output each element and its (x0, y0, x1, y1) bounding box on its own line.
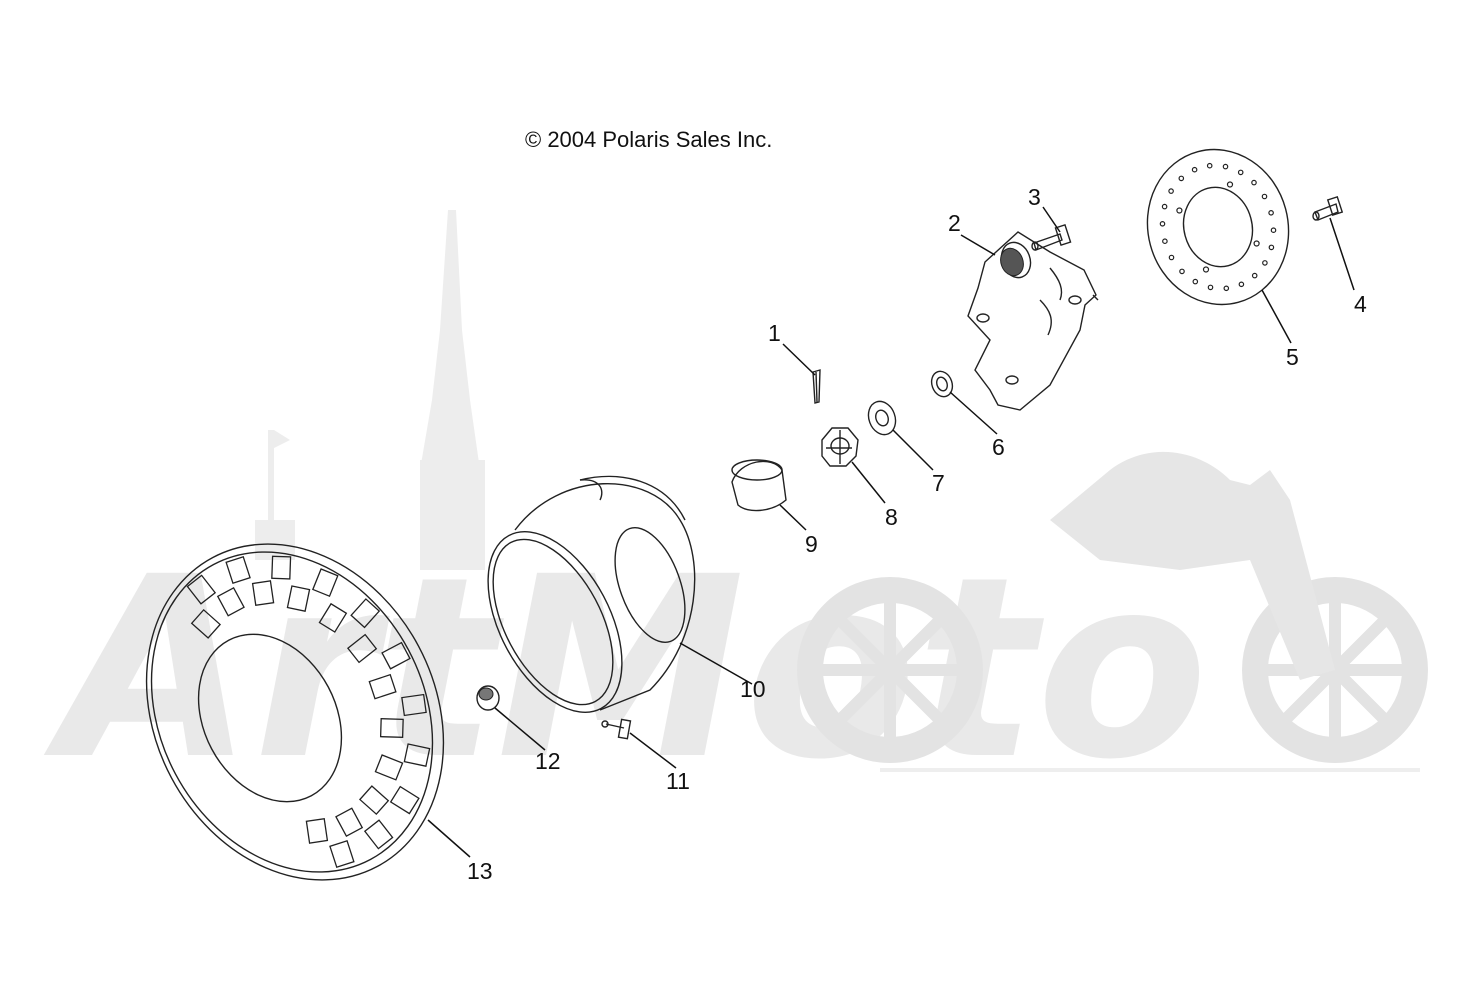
tread-lug (363, 819, 394, 850)
disc-hole (1178, 175, 1185, 182)
callout-5: 5 (1286, 344, 1299, 370)
watermark-logo: ArtMoto (43, 210, 1428, 814)
disc-hole (1261, 193, 1268, 200)
callout-labels: 1 2 3 4 5 6 7 8 9 10 11 12 13 (467, 184, 1367, 884)
callout-4: 4 (1354, 291, 1367, 317)
disc-mount-hole (1226, 181, 1234, 188)
callout-3: 3 (1028, 184, 1041, 210)
tread-lug (225, 555, 251, 585)
tread-lug (251, 580, 275, 607)
callout-2: 2 (948, 210, 961, 236)
tread-lug (335, 807, 364, 838)
disc-hole (1223, 285, 1230, 292)
tread-lug (311, 568, 339, 598)
valve-stem (601, 718, 632, 740)
disc-hole (1238, 281, 1245, 288)
tread-lug (329, 839, 355, 869)
copyright-notice: © 2004 Polaris Sales Inc. (525, 127, 773, 152)
callout-7: 7 (932, 470, 945, 496)
tread-lug (381, 641, 411, 670)
callout-13: 13 (467, 858, 493, 884)
callout-8: 8 (885, 504, 898, 530)
disc-hole (1161, 203, 1168, 210)
small-washer (930, 370, 954, 398)
wheel-hub (967, 231, 1099, 411)
disc-hole (1222, 163, 1229, 170)
callout-1: 1 (768, 320, 781, 346)
tread-lug (350, 598, 381, 629)
disc-hole (1268, 210, 1274, 216)
tread-lug (358, 785, 390, 816)
tire (145, 543, 445, 881)
disc-hole (1168, 188, 1174, 194)
disc-hole (1268, 244, 1275, 251)
disc-mount-hole (1176, 207, 1183, 214)
tread-lug (190, 608, 222, 639)
watermark-text: ArtMoto (43, 523, 1208, 814)
disc-mount-hole (1253, 240, 1260, 247)
callout-6: 6 (992, 434, 1005, 460)
disc-hole (1251, 272, 1258, 279)
disc-hole (1179, 268, 1185, 275)
large-washer (867, 400, 897, 436)
disc-hole (1237, 169, 1244, 176)
disc-hole (1270, 227, 1277, 234)
tread-lug (216, 586, 245, 617)
callout-9: 9 (805, 531, 818, 557)
disc-hole (1192, 278, 1199, 285)
brake-disc (1146, 148, 1290, 306)
tread-lug (286, 585, 311, 612)
disc-hole (1168, 254, 1175, 261)
disc-hole (1162, 238, 1168, 245)
tread-lug (186, 574, 217, 605)
tread-lug (318, 602, 348, 633)
tread-lug (389, 785, 420, 815)
tread-lug (368, 673, 397, 700)
disc-hole (1191, 166, 1198, 173)
tread-lug (271, 555, 292, 580)
tread-lug (305, 817, 329, 844)
callout-10: 10 (740, 676, 766, 702)
disc-hole (1206, 162, 1213, 169)
tread-lug (346, 633, 378, 664)
hub-bolt (1031, 224, 1072, 251)
lug-nut (476, 685, 500, 711)
tread-lug (401, 693, 427, 717)
callout-12: 12 (535, 748, 561, 774)
tread-lug (403, 743, 431, 767)
dust-cap (731, 459, 787, 512)
callout-11: 11 (666, 768, 690, 794)
leader-lines (427, 206, 1355, 858)
disc-hole (1262, 260, 1268, 266)
disc-hole (1207, 284, 1214, 291)
disc-hole (1159, 221, 1166, 227)
disc-bolt (1312, 195, 1344, 221)
disc-hole (1251, 179, 1257, 186)
cotter-pin (812, 369, 821, 404)
tread-lug (379, 718, 404, 738)
tread-lug (374, 754, 404, 781)
wheel-rim (487, 475, 696, 713)
castle-nut (821, 427, 859, 467)
disc-mount-hole (1202, 266, 1210, 273)
